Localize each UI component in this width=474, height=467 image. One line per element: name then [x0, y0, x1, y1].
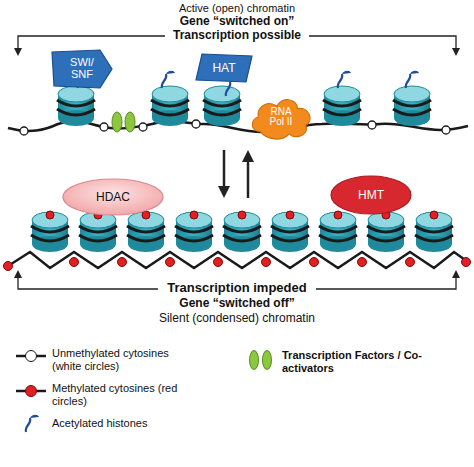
legend-text: Acetylated histones	[52, 417, 182, 430]
molecule-node: HAT	[196, 54, 252, 82]
methyl-dot	[70, 258, 79, 267]
methyl-dot	[118, 258, 127, 267]
methyl-dot	[4, 262, 13, 271]
molecule-node: SWI/ SNF	[52, 50, 112, 88]
node-text-group: HDAC	[73, 191, 153, 204]
legend-text: Methylated cytosines (red circles)	[52, 382, 182, 408]
cytosine-dot	[139, 123, 147, 131]
tag-box-shape	[196, 54, 252, 82]
legend-swatch	[248, 350, 274, 370]
ellipse-shape	[63, 179, 163, 215]
node-label: SWI/ SNF	[66, 57, 98, 80]
molecule-node: RNA Pol II	[248, 94, 314, 140]
arrow-head	[14, 270, 22, 278]
nucleosome	[31, 212, 69, 252]
bracket-line	[18, 36, 165, 50]
cloud-shape	[252, 100, 310, 139]
cytosine-dot	[442, 126, 450, 134]
acetyl-mark	[338, 71, 351, 88]
legend-oval	[262, 350, 272, 370]
legend-acetyl-mark	[26, 415, 39, 432]
legend-oval	[249, 350, 259, 370]
methyl-dot	[262, 258, 271, 267]
methyl-dot	[142, 211, 150, 219]
state-label: Active (open) chromatin	[0, 2, 474, 15]
state-label: Transcription possible	[0, 29, 474, 43]
bracket-line	[309, 36, 456, 50]
methyl-dot	[430, 211, 438, 219]
legend-text: Unmethylated cytosines (white circles)	[52, 347, 182, 373]
cytosine-dot	[192, 120, 200, 128]
methyl-dot	[462, 258, 471, 267]
acetyl-mark	[162, 71, 175, 88]
methyl-dot	[334, 211, 342, 219]
bracket-line	[316, 276, 456, 289]
node-text-group: HAT	[204, 62, 244, 75]
arrow-head	[452, 48, 460, 56]
legend-swatch	[25, 350, 37, 362]
nucleosome	[323, 86, 361, 126]
state-arrow	[247, 160, 250, 198]
state-label: Silent (condensed) chromatin	[0, 312, 474, 326]
methyl-dot	[406, 258, 415, 267]
nucleosome	[203, 86, 241, 126]
node-text-group: HMT	[341, 189, 401, 202]
methyl-dot	[166, 258, 175, 267]
node-label: HAT	[204, 62, 244, 75]
transcription-factor	[125, 112, 135, 132]
nucleosome	[319, 212, 357, 252]
molecule-node: HMT	[330, 175, 412, 215]
methyl-dot	[238, 211, 246, 219]
nucleosome	[151, 86, 189, 126]
node-label: HDAC	[73, 191, 153, 204]
node-text-group: SWI/ SNF	[66, 57, 98, 80]
legend-text: Transcription Factors / Co-activators	[282, 349, 432, 375]
state-arrow	[223, 150, 226, 188]
nucleosome	[79, 212, 117, 252]
arrow-head	[242, 150, 254, 162]
methyl-dot	[286, 211, 294, 219]
nucleosome	[367, 212, 405, 252]
cytosine-dot	[20, 127, 28, 135]
nucleosome	[415, 212, 453, 252]
unmethylated-cytosines	[20, 120, 450, 135]
node-label: RNA Pol II	[264, 107, 298, 128]
state-label: Transcription impeded	[0, 281, 474, 296]
bracket-line	[18, 276, 158, 289]
cytosine-dot	[368, 121, 376, 129]
nucleosome	[57, 86, 95, 126]
acetyl-mark	[406, 71, 419, 88]
methyl-dot	[190, 211, 198, 219]
molecule-node: HDAC	[62, 178, 164, 216]
ellipse-shape	[331, 176, 411, 214]
state-label: Gene “switched off”	[0, 297, 474, 311]
cytosine-dot	[100, 123, 108, 131]
nucleosome	[271, 212, 309, 252]
arrow-box-shape	[52, 50, 112, 88]
methylated-cytosines	[4, 211, 471, 271]
nucleosome	[393, 86, 431, 126]
methyl-dot	[214, 258, 223, 267]
node-label: HMT	[341, 189, 401, 202]
transcription-factor	[112, 112, 122, 132]
methyl-dot	[46, 211, 54, 219]
legend-swatch	[25, 385, 37, 397]
dna-strand	[8, 252, 468, 268]
nucleosome	[175, 212, 213, 252]
arrow-head	[218, 186, 230, 198]
nucleosome	[127, 212, 165, 252]
arrow-head	[14, 48, 22, 56]
state-label: Gene “switched on”	[0, 15, 474, 29]
methyl-dot	[358, 258, 367, 267]
methyl-dot	[310, 258, 319, 267]
nucleosome	[223, 212, 261, 252]
arrow-head	[452, 270, 460, 278]
node-text-group: RNA Pol II	[264, 107, 298, 128]
